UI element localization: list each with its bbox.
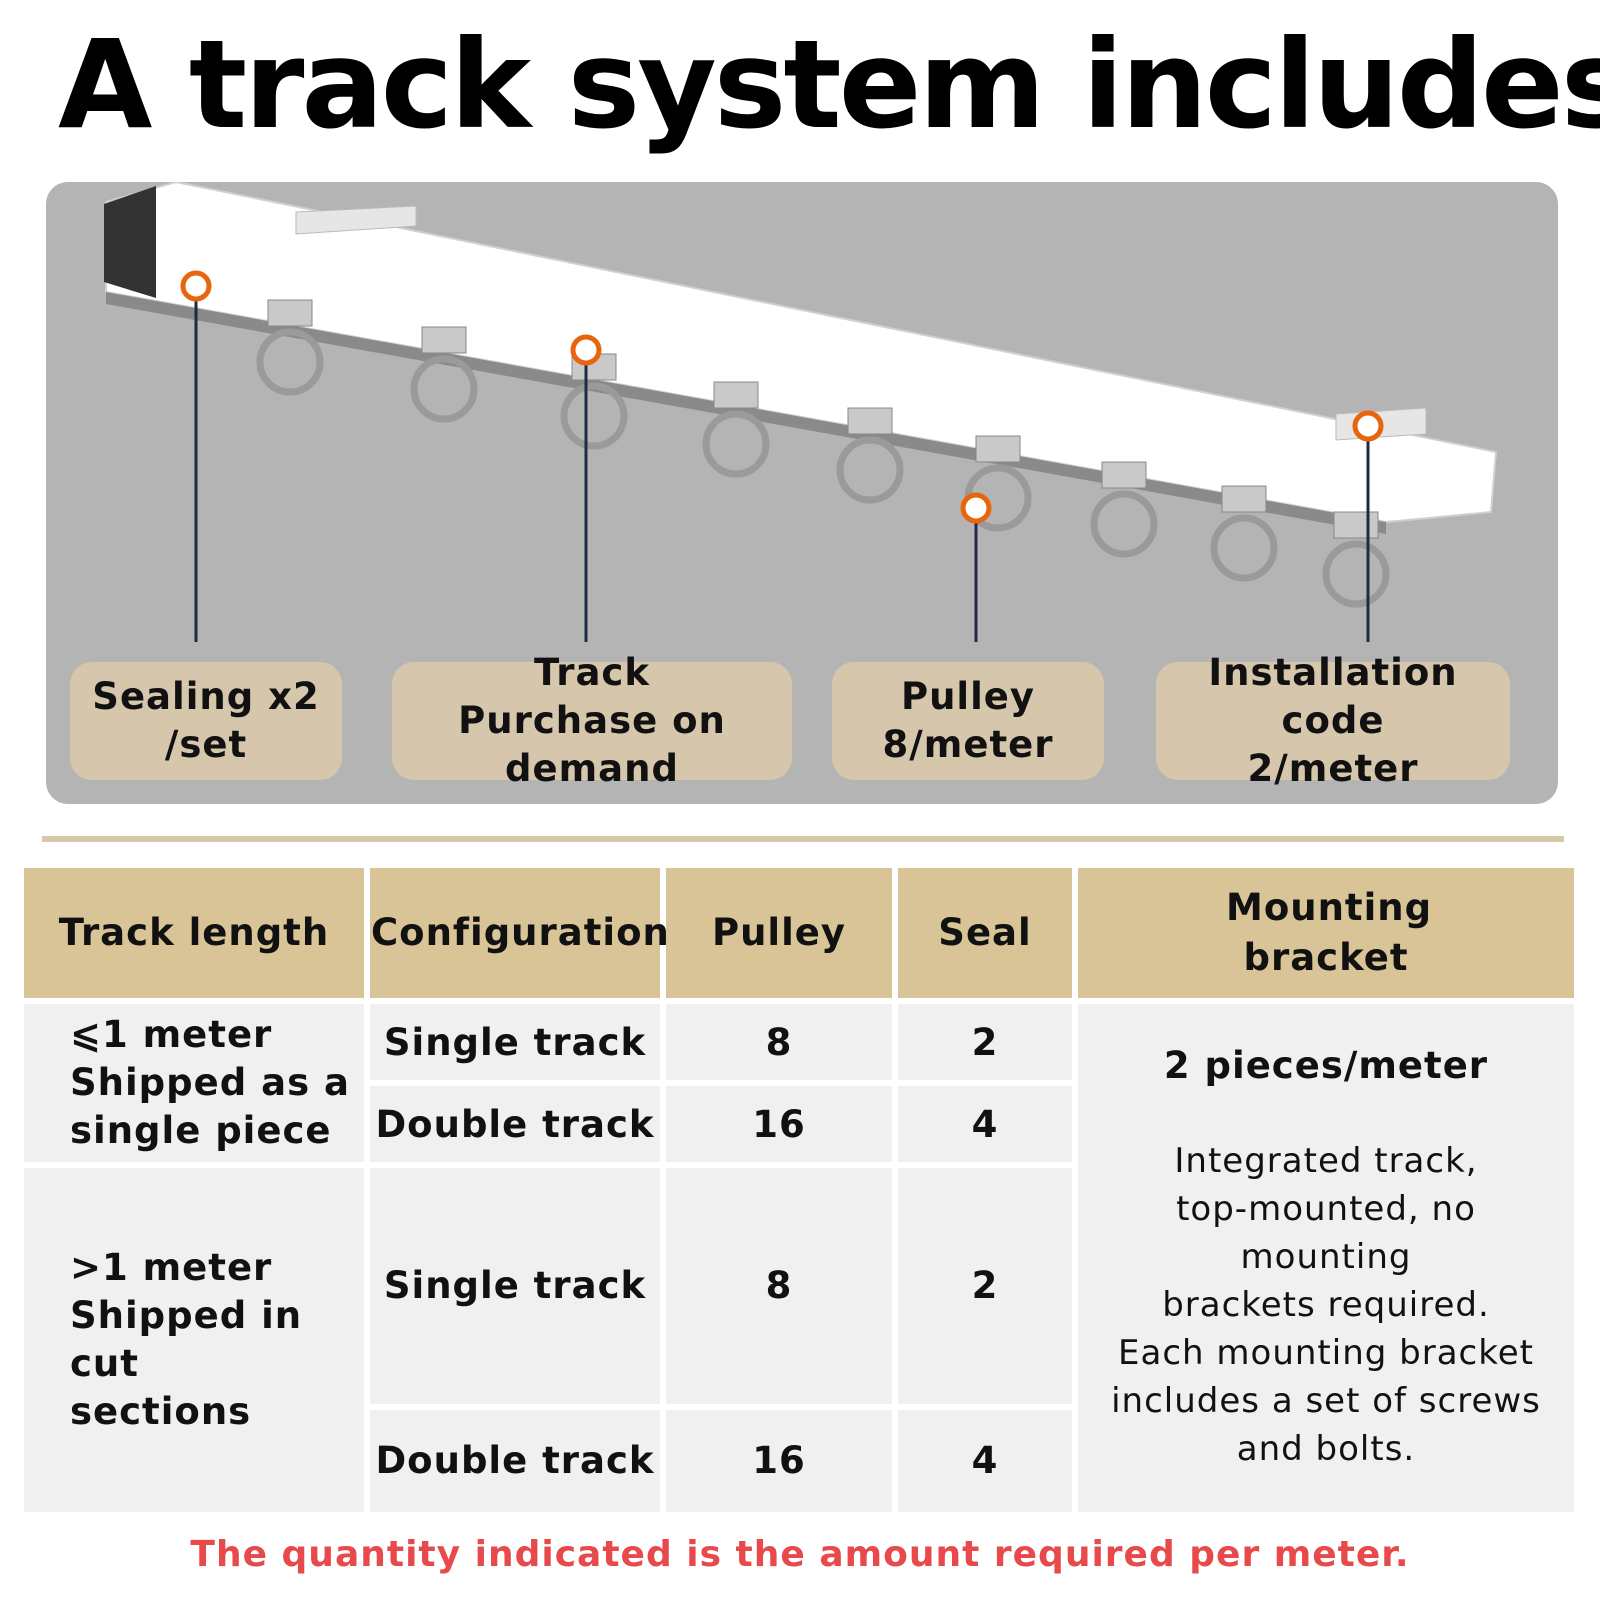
pulley-carrier: [975, 435, 1021, 463]
mounting-cell: 2 pieces/meter Integrated track, top-mou…: [1078, 1004, 1574, 1512]
callout-track-line1: Track: [534, 651, 650, 694]
mounting-note-line: brackets required.: [1162, 1285, 1490, 1325]
pulley-cell: 8: [666, 1168, 892, 1404]
section-divider: [42, 836, 1564, 842]
pulley-carrier: [267, 299, 313, 327]
pulley-ring: [560, 382, 628, 450]
callout-installation-code: Installation code 2/meter: [1156, 651, 1510, 790]
callout-sealing-line1: Sealing x2: [92, 675, 320, 718]
callout-pulley-line1: Pulley: [900, 675, 1036, 718]
mounting-note-line: top-mounted, no mounting: [1176, 1189, 1476, 1277]
header-mounting-text: Mounting bracket: [1226, 886, 1433, 979]
callout-sealing: Sealing x2 /set: [70, 662, 342, 780]
product-photo: Sealing x2 /set Track Purchase on demand…: [46, 182, 1558, 804]
spec-table: Track length Configuration Pulley Seal M…: [18, 862, 1580, 1518]
pulley-ring: [410, 355, 478, 423]
page-title: A track system includes:: [58, 14, 1600, 156]
mounting-note-line: includes a set of screws: [1111, 1381, 1541, 1421]
header-track-length: Track length: [24, 868, 364, 998]
length-label: >1 meter: [70, 1246, 273, 1290]
header-pulley: Pulley: [666, 868, 892, 998]
length-shipping-cont: single piece: [70, 1109, 332, 1153]
length-shipping: Shipped in cut: [70, 1294, 303, 1386]
track-illustration: [104, 182, 1498, 642]
config-cell: Single track: [370, 1004, 660, 1081]
pulley-ring: [1210, 514, 1278, 582]
pulley-cell: 16: [666, 1086, 892, 1163]
header-configuration: Configuration: [370, 868, 669, 998]
pulley-carrier: [713, 381, 759, 409]
footnote: The quantity indicated is the amount req…: [190, 1534, 1410, 1575]
table-row: Double track 16 4: [24, 1409, 1574, 1512]
seal-cell: 2: [898, 1004, 1072, 1081]
table-row: Double track 16 4: [24, 1086, 1574, 1163]
callout-installation-line2: 2/meter: [1247, 747, 1419, 790]
seal-cell: 4: [898, 1086, 1072, 1163]
length-cell-long: >1 meter Shipped in cut sections: [24, 1168, 364, 1512]
callout-pulley-line2: 8/meter: [882, 723, 1054, 766]
callout-installation-line1: Installation code: [1208, 651, 1458, 742]
callout-marker: [1352, 410, 1384, 442]
callout-marker: [180, 270, 212, 302]
callout-pulley: Pulley 8/meter: [832, 662, 1104, 780]
seal-cell: 4: [898, 1409, 1072, 1512]
config-cell: Double track: [370, 1409, 660, 1512]
pulley-ring: [1090, 490, 1158, 558]
pulley-carrier: [1221, 485, 1267, 513]
mounting-clip: [295, 205, 417, 235]
pulley-ring: [836, 436, 904, 504]
callout-sealing-line2: /set: [164, 723, 248, 766]
pulley-carrier: [1333, 511, 1379, 539]
config-cell: Single track: [370, 1168, 660, 1404]
length-shipping: Shipped as a: [70, 1061, 350, 1105]
seal-cell: 2: [898, 1168, 1072, 1404]
mounting-note-line: and bolts.: [1236, 1429, 1416, 1469]
mounting-note-line: Each mounting bracket: [1118, 1333, 1534, 1373]
callout-track-line2: Purchase on demand: [458, 699, 726, 790]
header-mounting-bracket: Mounting bracket: [1078, 868, 1574, 998]
config-cell: Double track: [370, 1086, 660, 1163]
mounting-note: Integrated track, top-mounted, no mounti…: [1088, 1137, 1564, 1473]
pulley-cell: 16: [666, 1409, 892, 1512]
length-shipping-cont: sections: [70, 1390, 252, 1434]
callout-marker: [960, 492, 992, 524]
table-row: >1 meter Shipped in cut sections Single …: [24, 1168, 1574, 1512]
pulley-ring: [702, 410, 770, 478]
table-header-row: Track length Configuration Pulley Seal M…: [24, 868, 1574, 998]
rail-end-cap: [104, 186, 156, 298]
header-seal: Seal: [898, 868, 1072, 998]
pulley-ring: [256, 328, 324, 396]
length-cell-short: ⩽1 meter Shipped as a single piece: [24, 1004, 364, 1163]
pulley-cell: 8: [666, 1004, 892, 1081]
length-label: ⩽1 meter: [70, 1013, 273, 1057]
callout-track: Track Purchase on demand: [392, 651, 792, 790]
pulley-carrier: [847, 407, 893, 435]
callout-marker: [570, 334, 602, 366]
pulley-carrier: [1101, 461, 1147, 489]
mounting-main: 2 pieces/meter: [1163, 1044, 1489, 1087]
pulley-ring: [1322, 540, 1390, 608]
table-row: ⩽1 meter Shipped as a single piece Singl…: [24, 1004, 1574, 1512]
mounting-note-line: Integrated track,: [1174, 1141, 1478, 1181]
pulley-carrier: [421, 326, 467, 354]
